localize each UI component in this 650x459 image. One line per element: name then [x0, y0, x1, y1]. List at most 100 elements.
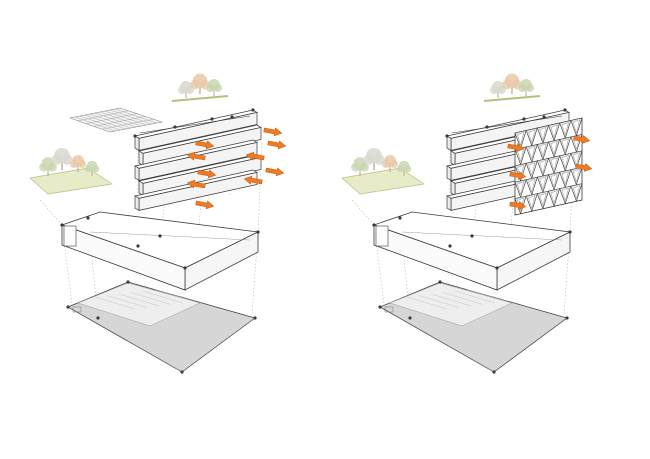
tree-icon [70, 155, 86, 172]
anchor-point [173, 125, 177, 129]
airflow-arrow-icon [195, 140, 215, 150]
solar-panel-grid [84, 114, 126, 130]
projection-guide-line [39, 199, 63, 226]
arrow-shape [265, 167, 285, 177]
floor-slab-end [138, 180, 144, 197]
plan-grid-line [418, 295, 460, 308]
floor-slab-end [450, 150, 456, 167]
arrow-shape [186, 179, 206, 189]
airflow-arrow-icon [263, 127, 283, 137]
arrow-shape [195, 140, 215, 150]
anchor-point [485, 125, 489, 129]
lattice-opening [550, 124, 558, 139]
anchor-point [492, 370, 496, 374]
airflow-arrow-icon [186, 179, 206, 189]
tree-crown [518, 84, 526, 92]
tree-icon [518, 79, 534, 96]
arrow-shape [243, 175, 263, 185]
lattice-opening [528, 162, 536, 177]
roof-rail [451, 115, 563, 134]
anchor-point [568, 230, 572, 234]
anchor-point [495, 266, 499, 270]
anchor-point [565, 316, 569, 320]
solar-panel-grid [89, 113, 131, 129]
anchor-point [136, 244, 140, 248]
tree-icon [502, 73, 522, 94]
airflow-arrows [186, 127, 287, 210]
footprint-plan-outline [77, 282, 201, 327]
projection-guide-line [399, 217, 411, 319]
solar-panel-grid [74, 116, 116, 132]
airflow-arrow-icon [267, 140, 287, 150]
projection-guide-line [351, 199, 375, 226]
airflow-arrow-icon [509, 201, 527, 210]
podium-parapet-line [89, 231, 251, 241]
lattice-opening [539, 159, 547, 174]
tree-crown [404, 165, 412, 173]
airflow-arrow-icon [507, 143, 525, 152]
lattice-opening [561, 122, 569, 136]
projection-guide-line [257, 141, 263, 233]
solar-panel-grid [93, 116, 146, 127]
plan-grid-line [466, 289, 508, 302]
airflow-arrow-icon [243, 175, 263, 185]
lattice-opening [528, 178, 536, 193]
arrow-shape [197, 169, 217, 179]
arrow-shape [195, 200, 215, 210]
podium-entrance-volume [63, 225, 77, 247]
anchor-point [96, 316, 100, 320]
solar-panel-grid [94, 112, 137, 128]
podium-facade-left [61, 224, 186, 291]
floor-slab-end [450, 180, 456, 197]
tree-crown [214, 84, 222, 92]
lattice-opening [561, 171, 569, 186]
solar-panel-grid [77, 110, 129, 121]
diagram-right [341, 73, 593, 374]
tree-crown [51, 154, 62, 165]
anchor-point [60, 223, 64, 227]
solar-panel-grid [109, 109, 152, 125]
lattice-opening [573, 185, 580, 200]
airflow-arrow-icon [186, 151, 206, 161]
lattice-opening [517, 164, 524, 179]
anchor-point [438, 280, 442, 284]
tree-crown [78, 160, 86, 168]
airflow-arrow-icon [573, 135, 591, 144]
lattice-opening [550, 173, 558, 188]
tree-crown [363, 154, 374, 165]
lattice-opening [573, 152, 580, 167]
anchor-point [522, 117, 526, 121]
projection-guide-line [61, 224, 73, 306]
green-roof-plane [341, 167, 425, 195]
arrow-shape [509, 201, 527, 210]
plan-grid-line [406, 296, 448, 310]
anchor-point [158, 234, 162, 238]
lattice-opening [539, 176, 547, 191]
solar-panel-grid [79, 115, 121, 131]
tree-crown [186, 86, 194, 94]
plan-grid-line [106, 295, 148, 308]
floor-slab-end [134, 165, 140, 182]
roof-garden-strip [483, 95, 541, 102]
tree-crown [70, 160, 78, 168]
airflow-arrow-icon [245, 151, 265, 161]
lattice-opening [539, 127, 547, 141]
anchor-point [470, 234, 474, 238]
anchor-point [180, 370, 184, 374]
roof-rail [139, 115, 251, 134]
anchor-point [210, 117, 214, 121]
tree-icon [206, 79, 222, 96]
floor-slab-end [446, 195, 452, 212]
airflow-arrow-icon [575, 163, 593, 172]
lattice-opening [528, 129, 536, 144]
solar-panel-grid [114, 108, 157, 124]
tree-crown [382, 160, 390, 168]
diagram-left [29, 73, 287, 374]
arrow-shape [507, 143, 525, 152]
tree-crown [206, 84, 214, 92]
tree-crown [396, 165, 404, 173]
tree-crown [39, 162, 48, 172]
lattice-opening [550, 157, 558, 172]
arrow-shape [575, 163, 593, 172]
